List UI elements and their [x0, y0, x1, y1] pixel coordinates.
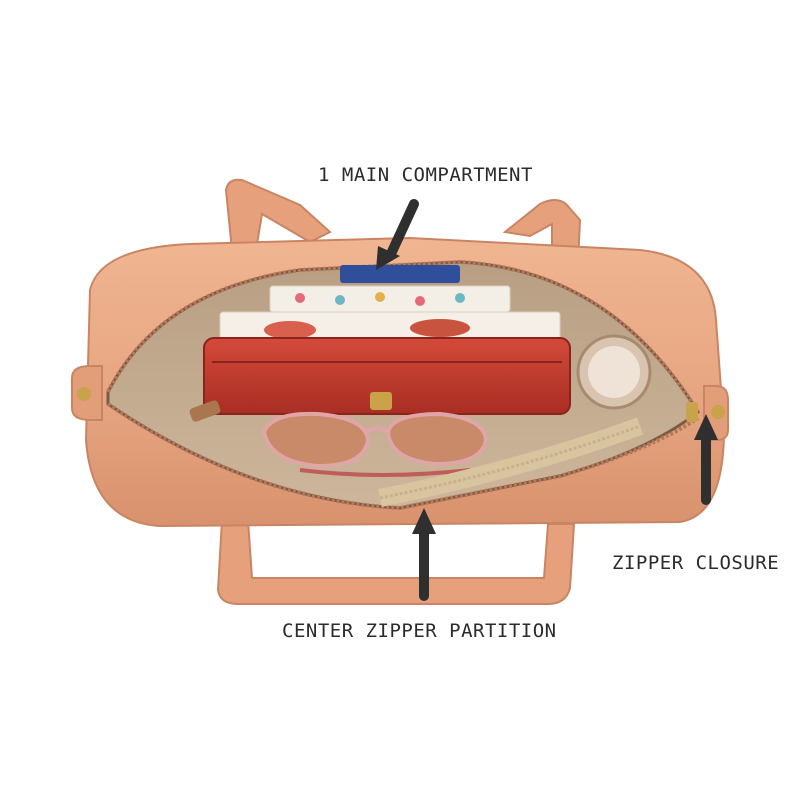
red-wallet [203, 337, 571, 415]
main-compartment-label: 1 MAIN COMPARTMENT [318, 164, 533, 186]
callout-arrows [376, 199, 718, 601]
center-partition-arrow [412, 508, 436, 601]
main-compartment-arrow [376, 199, 419, 270]
zipper-closure-label: ZIPPER CLOSURE [612, 552, 780, 574]
center-partition-label: CENTER ZIPPER PARTITION [282, 620, 557, 642]
zipper-closure-arrow [694, 414, 718, 505]
bag-contents [189, 265, 698, 507]
bottom-handle [216, 519, 576, 605]
sunglasses [261, 411, 489, 477]
